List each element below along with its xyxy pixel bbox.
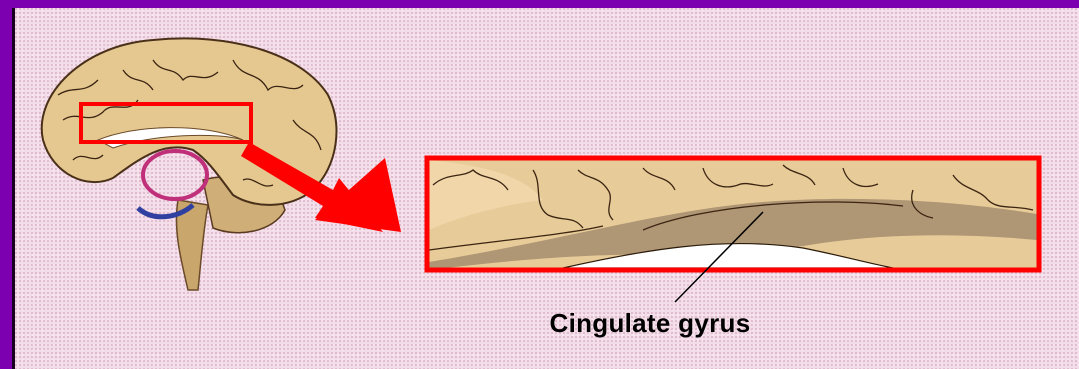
magnified-view (427, 158, 1039, 270)
limbic-ring (143, 151, 207, 199)
cingulate-gyrus-label: Cingulate gyrus (470, 308, 830, 339)
brain-illustration (42, 38, 337, 290)
